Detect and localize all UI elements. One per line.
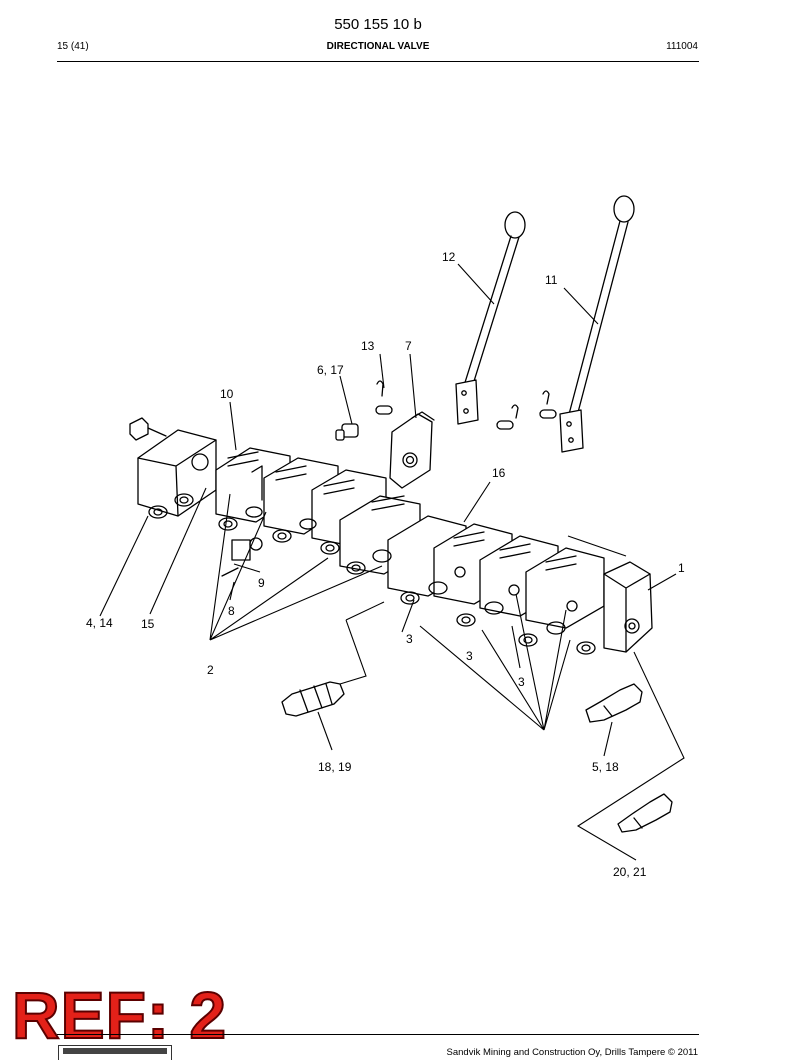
plug bbox=[129, 417, 167, 441]
callout-2: 2 bbox=[207, 663, 214, 677]
footer-rule bbox=[57, 1034, 699, 1035]
fitting-6-17 bbox=[335, 423, 359, 441]
callout-7: 7 bbox=[405, 339, 412, 353]
lever-11 bbox=[559, 195, 635, 453]
callout-10: 10 bbox=[220, 387, 234, 401]
pins bbox=[375, 380, 557, 430]
callout-1: 1 bbox=[678, 561, 685, 575]
header-rule bbox=[57, 61, 699, 62]
doc-number: 550 155 10 b bbox=[334, 16, 422, 33]
callout-3c: 3 bbox=[518, 675, 525, 689]
callout-3b: 3 bbox=[466, 649, 473, 663]
callout-20-21: 20, 21 bbox=[613, 865, 647, 879]
end-section-right bbox=[603, 561, 653, 653]
callout-11: 11 bbox=[545, 273, 558, 287]
exploded-view-drawing: 12 11 13 7 6, 17 10 16 1 9 8 4, 14 15 3 … bbox=[86, 195, 685, 879]
callouts: 12 11 13 7 6, 17 10 16 1 9 8 4, 14 15 3 … bbox=[86, 250, 685, 879]
callout-8: 8 bbox=[228, 604, 235, 618]
callout-15: 15 bbox=[141, 617, 155, 631]
callout-3a: 3 bbox=[406, 632, 413, 646]
page-number: 15 (41) bbox=[57, 41, 89, 52]
callout-18-19: 18, 19 bbox=[318, 760, 352, 774]
callout-12: 12 bbox=[442, 250, 456, 264]
cartridge-18-19 bbox=[281, 681, 345, 717]
callout-4-14: 4, 14 bbox=[86, 616, 113, 630]
callout-6-17: 6, 17 bbox=[317, 363, 344, 377]
callout-5-18: 5, 18 bbox=[592, 760, 619, 774]
doc-title: DIRECTIONAL VALVE bbox=[326, 41, 430, 52]
end-section-left bbox=[137, 429, 217, 519]
lever-12 bbox=[455, 211, 526, 425]
callout-16: 16 bbox=[492, 466, 506, 480]
cartridge-5-18 bbox=[585, 683, 643, 723]
callout-9: 9 bbox=[258, 576, 265, 590]
doc-date: 111004 bbox=[666, 41, 698, 52]
leader-lines bbox=[99, 263, 685, 861]
ref-stamp: REF: 2 bbox=[11, 978, 228, 1052]
valve-sections bbox=[215, 447, 605, 655]
bracket-7 bbox=[389, 411, 435, 489]
cartridge-20-21 bbox=[617, 793, 673, 833]
callout-13: 13 bbox=[361, 339, 375, 353]
